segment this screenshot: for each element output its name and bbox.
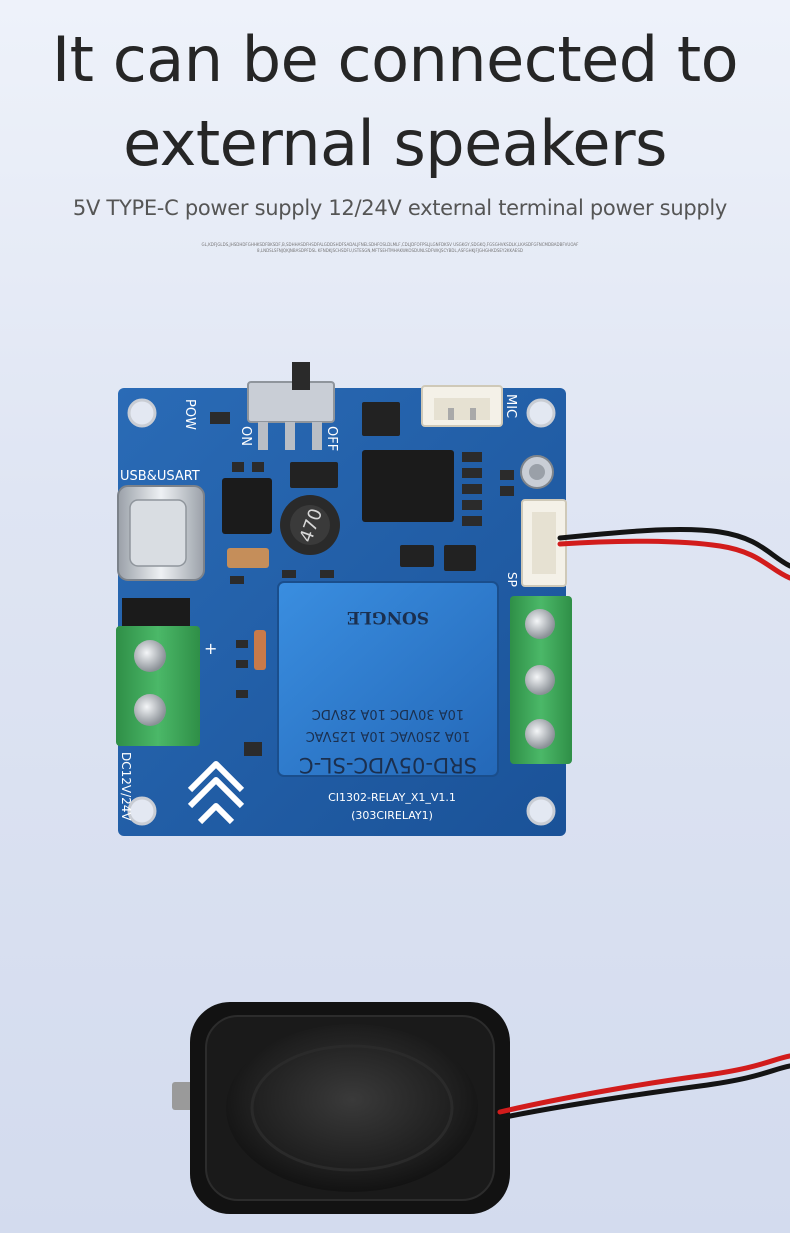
label-pow: POW	[182, 399, 197, 430]
ic-chip	[290, 462, 338, 488]
label-sp: SP	[505, 572, 519, 587]
mounting-hole	[127, 398, 157, 428]
screw	[134, 640, 166, 672]
label-mic: MIC	[503, 394, 518, 418]
board-name: CI1302-RELAY_X1_V1.1	[328, 791, 456, 804]
label-off: OFF	[324, 426, 339, 451]
dc-terminal	[116, 598, 200, 746]
screw	[525, 609, 555, 639]
label-usb: USB&USART	[120, 469, 200, 484]
main-chip	[362, 450, 454, 522]
speaker-wire	[497, 1053, 790, 1121]
capacitor	[227, 548, 269, 568]
speaker	[172, 1002, 510, 1214]
screw	[525, 719, 555, 749]
subheadline: 5V TYPE-C power supply 12/24V external t…	[72, 196, 728, 220]
relay-board: 470 SRD-05VDC-SL-C 10A 250VAC 10A 125VAC…	[116, 362, 572, 836]
speaker-connector	[521, 499, 567, 587]
board-code: (303CIRELAY1)	[351, 809, 433, 822]
ic-chip	[444, 545, 476, 571]
ic-chip	[362, 402, 400, 436]
headline-line-2: external speakers	[123, 107, 667, 180]
label-plus: +	[204, 639, 217, 658]
usb-c-port	[117, 485, 205, 581]
relay-model: SRD-05VDC-SL-C	[299, 753, 477, 777]
output-terminal	[510, 596, 572, 764]
relay-rating-2: 10A 30VDC 10A 28VDC	[312, 706, 464, 721]
fineprint: GL,KDFJGLDS,JHSDHDFGHHKSDFBKSDF,B,SDHHAS…	[201, 242, 579, 253]
relay: SRD-05VDC-SL-C 10A 250VAC 10A 125VAC 10A…	[277, 581, 499, 777]
brand-logo-icon	[187, 761, 245, 825]
board-wire	[557, 527, 790, 581]
screw	[525, 665, 555, 695]
label-dc: DC12V/24V	[119, 752, 133, 821]
relay-rating-1: 10A 250VAC 10A 125VAC	[306, 728, 471, 743]
ic-chip	[400, 545, 434, 567]
diode	[254, 630, 266, 670]
headline: It can be connected to external speakers	[0, 18, 790, 186]
mounting-hole	[526, 398, 556, 428]
screw	[134, 694, 166, 726]
smd-parts	[210, 412, 514, 756]
relay-brand: SONGLE	[347, 607, 429, 627]
mounting-hole	[526, 796, 556, 826]
mic-connector	[421, 385, 503, 427]
headline-line-1: It can be connected to	[51, 23, 739, 96]
power-switch	[247, 362, 335, 450]
label-on: ON	[238, 426, 253, 446]
mounting-hole	[127, 796, 157, 826]
ic-chip	[222, 478, 272, 534]
inductor: 470	[280, 495, 340, 555]
